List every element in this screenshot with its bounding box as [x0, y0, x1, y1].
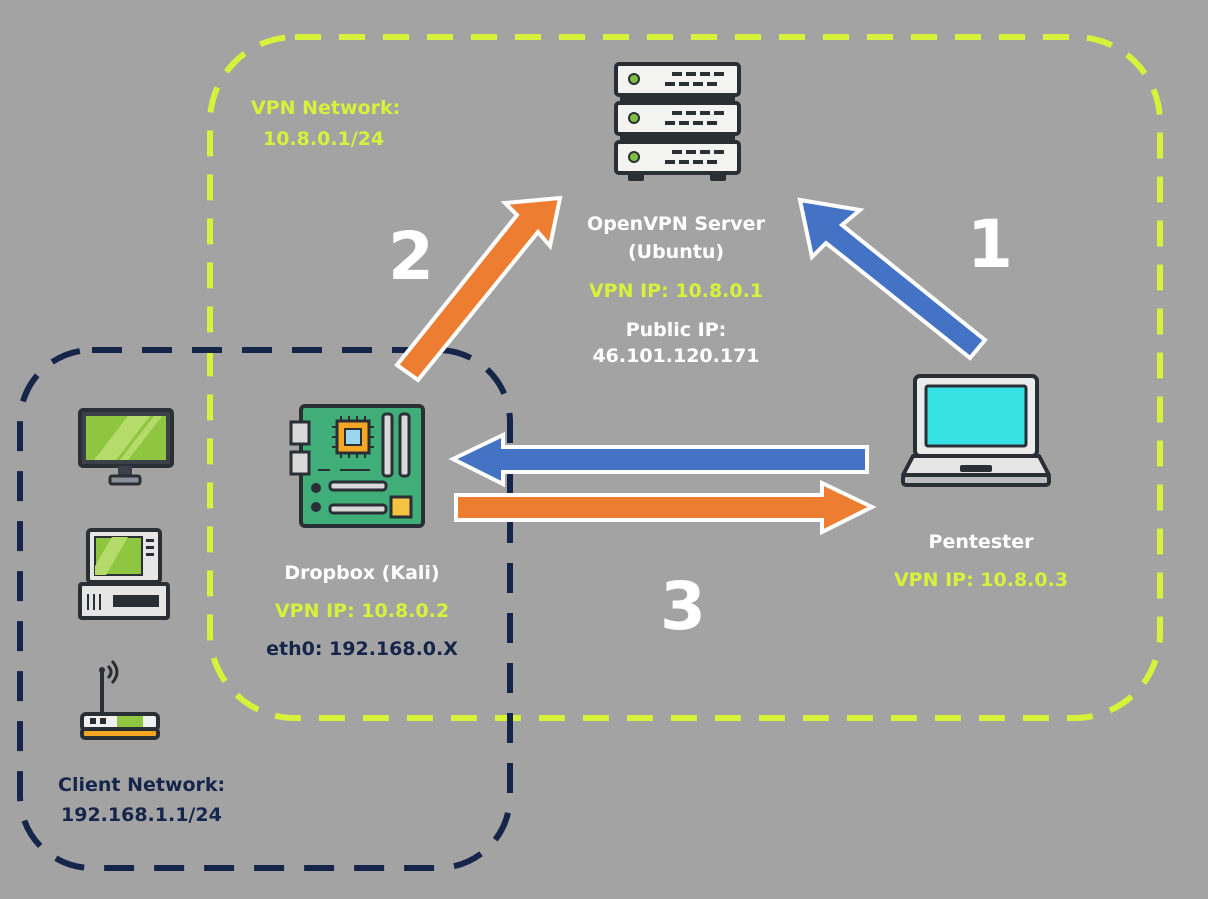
- arrow-3-pentester-to-dropbox: [448, 431, 869, 488]
- laptop-icon: [901, 374, 1051, 487]
- step-3-label: 3: [660, 568, 706, 645]
- desktop-computer-icon: [78, 528, 170, 620]
- pentester-name: Pentester: [928, 531, 1034, 553]
- server-public-ip-label: Public IP:: [625, 319, 727, 341]
- server-public-ip: 46.101.120.171: [592, 345, 760, 367]
- arrow-3-dropbox-to-pentester: [454, 479, 877, 536]
- server-name-line2: (Ubuntu): [627, 241, 725, 263]
- client-network-title: Client Network:: [58, 774, 226, 796]
- dropbox-vpn-ip: VPN IP: 10.8.0.2: [274, 600, 450, 622]
- step-2-label: 2: [388, 218, 434, 295]
- step-1-label: 1: [967, 206, 1013, 283]
- dropbox-eth0: eth0: 192.168.0.X: [266, 638, 458, 660]
- server-vpn-ip: VPN IP: 10.8.0.1: [588, 280, 764, 302]
- vpn-network-boundary: [207, 34, 1163, 721]
- wifi-router-icon: [80, 659, 160, 740]
- client-network-subnet: 192.168.1.1/24: [61, 804, 222, 826]
- server-name-line1: OpenVPN Server: [587, 213, 765, 235]
- dropbox-name: Dropbox (Kali): [284, 562, 440, 584]
- vpn-network-title: VPN Network:: [251, 97, 401, 119]
- motherboard-icon: [289, 404, 425, 528]
- arrow-2-dropbox-to-server: [394, 195, 563, 383]
- monitor-icon: [78, 408, 174, 486]
- server-rack-icon: [614, 62, 741, 181]
- pentester-vpn-ip: VPN IP: 10.8.0.3: [893, 569, 1069, 591]
- vpn-network-subnet: 10.8.0.1/24: [263, 128, 385, 150]
- client-network-boundary: [17, 347, 513, 871]
- arrow-1-pentester-to-server: [797, 197, 988, 361]
